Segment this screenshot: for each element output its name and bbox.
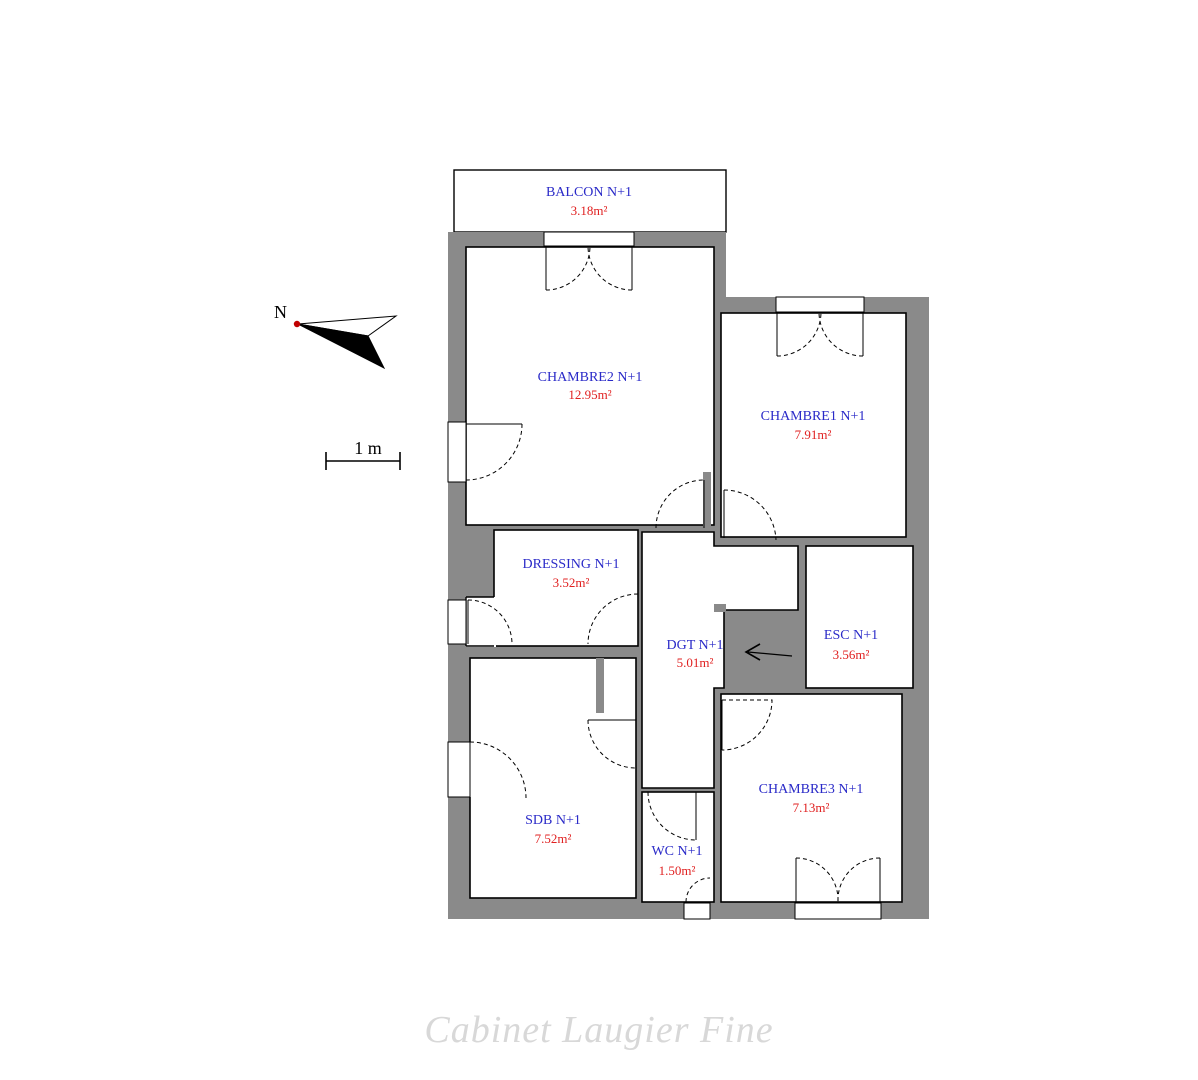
room-area: 7.91m² (795, 427, 832, 442)
door-chambre1-window (776, 311, 864, 357)
window-wc (683, 902, 711, 920)
room-esc (805, 545, 914, 689)
door-dressing-dgt (587, 593, 639, 645)
door-chambre1-dgt (723, 489, 777, 541)
wall-stub (596, 658, 604, 713)
window-dressing-west (447, 599, 467, 645)
door-chambre2-west (465, 423, 523, 481)
door-chambre2-window (545, 245, 633, 291)
room-name: CHAMBRE1 N+1 (761, 409, 866, 424)
room-area: 3.18m² (571, 203, 608, 218)
room-area: 12.95m² (568, 387, 611, 402)
room-chambre3 (720, 693, 903, 903)
room-name: CHAMBRE2 N+1 (538, 370, 643, 385)
room-wc (641, 791, 715, 903)
room-area: 5.01m² (677, 655, 714, 670)
room-name: WC N+1 (651, 844, 702, 859)
door-dressing-west (467, 599, 513, 645)
window-sdb-west (447, 741, 471, 798)
room-name: ESC N+1 (824, 628, 878, 643)
wall-stub (714, 604, 726, 612)
door-wc (647, 791, 697, 841)
door-chambre3-window (795, 857, 881, 903)
room-dressing-niche (466, 597, 496, 647)
room-chambre1 (720, 312, 907, 538)
room-area: 1.50m² (659, 863, 696, 878)
room-name: DGT N+1 (666, 638, 723, 653)
room-name: CHAMBRE3 N+1 (759, 782, 864, 797)
window-chambre2 (543, 231, 635, 247)
room-area: 7.13m² (793, 800, 830, 815)
window-chambre2-west (447, 421, 467, 483)
door-chambre2-dgt (655, 479, 705, 529)
room-name: DRESSING N+1 (523, 557, 620, 572)
compass-north-label: N (274, 302, 287, 322)
scale-label: 1 m (354, 438, 382, 458)
window-chambre1 (775, 296, 865, 313)
door-chambre3-dgt (721, 699, 773, 751)
room-area: 3.56m² (833, 647, 870, 662)
watermark: Cabinet Laugier Fine (424, 1009, 774, 1051)
compass-icon (293, 315, 398, 370)
wall-stub (703, 472, 711, 528)
door-wc-bottom (685, 877, 711, 903)
room-area: 3.52m² (553, 575, 590, 590)
window-chambre3 (794, 902, 882, 920)
room-sdb (469, 657, 637, 899)
door-sdb-dgt (587, 719, 637, 769)
room-name: SDB N+1 (525, 813, 581, 828)
room-name: BALCON N+1 (546, 185, 632, 200)
balcony-outline (453, 169, 727, 233)
room-chambre2 (465, 246, 715, 526)
stair-arrow (744, 643, 793, 661)
room-area: 7.52m² (535, 831, 572, 846)
scale-bar (325, 452, 401, 470)
door-sdb-west (469, 741, 527, 799)
room-dressing (493, 529, 639, 647)
